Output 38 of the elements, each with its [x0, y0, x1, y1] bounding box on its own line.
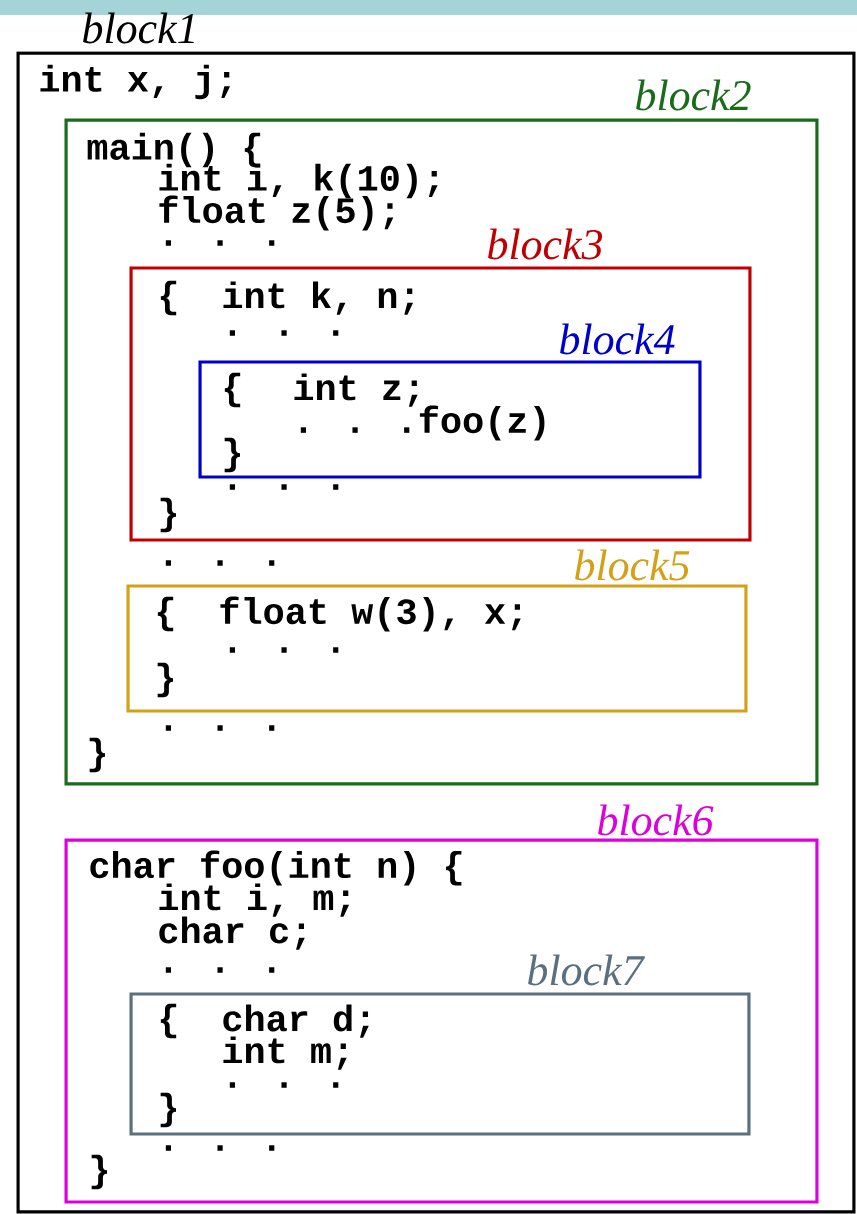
code-line: . . .foo(z): [300, 405, 545, 441]
code-line: . . .: [229, 330, 339, 336]
code-line: {: [224, 372, 241, 408]
code-block-box: [198, 323, 702, 479]
block-label: block4: [560, 323, 675, 355]
code-line: }: [157, 662, 173, 698]
block-label: block5: [575, 549, 690, 581]
block-label: block3: [488, 228, 603, 260]
code-line: . . .: [229, 1082, 339, 1088]
code-line: {: [160, 1003, 177, 1039]
code-line: int x, j;: [40, 64, 231, 100]
code-line: }: [224, 437, 240, 473]
block-label: block2: [636, 79, 751, 111]
block-label: block1: [83, 12, 194, 44]
code-line: . . .: [165, 1145, 275, 1151]
code-line: . . .: [229, 484, 339, 490]
code-block-box: [126, 549, 748, 713]
code-block-box: [129, 954, 751, 1136]
code-line: char c;: [159, 916, 305, 950]
block-label: block6: [598, 804, 714, 836]
code-line: int z;: [294, 373, 418, 407]
code-line: }: [89, 737, 105, 773]
code-line: {: [157, 596, 174, 632]
code-block-box: [64, 804, 819, 1204]
code-line: . . .: [165, 725, 275, 731]
code-line: }: [91, 1154, 107, 1190]
code-line: float w(3), x;: [220, 596, 521, 632]
code-line: }: [160, 1092, 176, 1128]
code-line: . . .: [165, 560, 275, 566]
code-line: int k, n;: [223, 281, 414, 315]
code-line: int m;: [223, 1036, 347, 1070]
code-line: {: [160, 280, 177, 316]
block-label: block7: [528, 954, 646, 986]
code-line: . . .: [165, 967, 275, 973]
code-block-box: [16, 12, 856, 1214]
code-line: . . .: [165, 240, 275, 246]
code-line: . . .: [229, 647, 339, 653]
code-line: }: [160, 497, 176, 533]
